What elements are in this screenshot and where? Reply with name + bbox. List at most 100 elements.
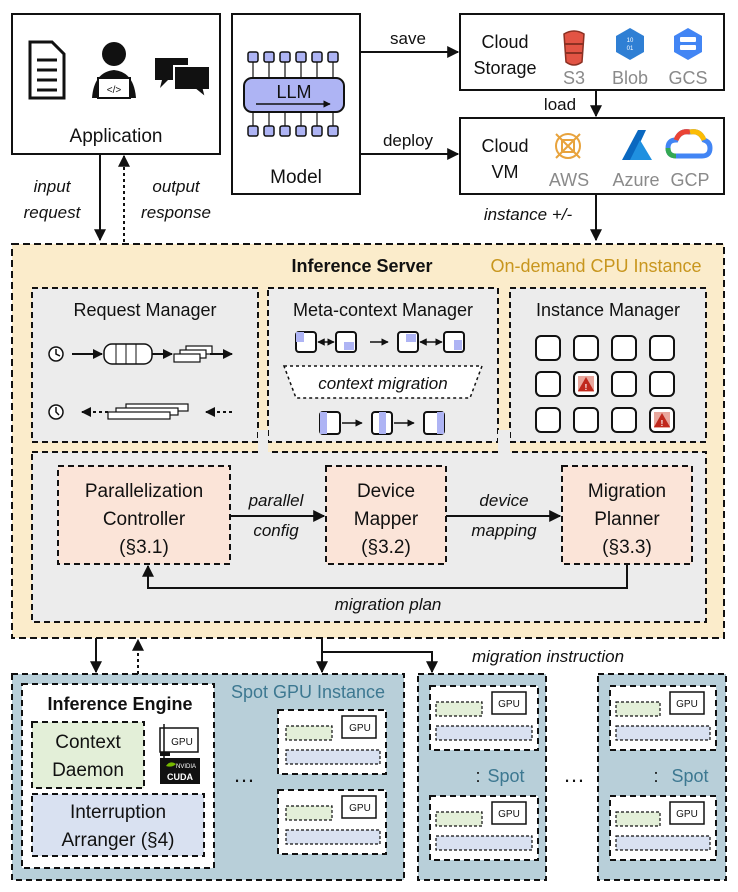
aws-label: AWS xyxy=(549,170,589,190)
cloud-storage-label-line1: Cloud xyxy=(481,32,528,52)
cloud-vm-box: Cloud VM AWS Azure GCP xyxy=(459,117,725,195)
spot-gpu-instance-label: Spot GPU Instance xyxy=(231,682,385,702)
meta-context-manager: Meta-context Manager context migration xyxy=(267,287,499,443)
svg-text:GPU: GPU xyxy=(349,723,371,734)
gcp-icon xyxy=(665,129,713,159)
model-box: LLM Model xyxy=(231,13,361,195)
aws-icon xyxy=(555,133,581,159)
device-mapper xyxy=(325,465,447,565)
save-label: save xyxy=(390,29,426,48)
model-label: Model xyxy=(270,167,322,188)
bottom-arrows xyxy=(90,638,438,674)
gpu-label: GPU xyxy=(171,737,193,748)
instance-grid xyxy=(535,335,675,433)
parallelization-controller xyxy=(57,465,231,565)
cloud-storage-box: Cloud Storage S3 10 01 Blob GCS xyxy=(459,13,725,91)
nvidia-label: NVIDIA xyxy=(176,764,196,770)
spot-label-2: Spot xyxy=(487,766,524,786)
output-response-label-2: response xyxy=(141,203,211,222)
azure-icon xyxy=(622,130,652,160)
parallelization-controller-line3: (§3.1) xyxy=(119,537,169,558)
top-arrows xyxy=(94,46,602,242)
ellipsis-1: … xyxy=(233,762,255,787)
input-request-label-1: input xyxy=(34,177,72,196)
context-blocks-top xyxy=(295,331,465,353)
meta-context-manager-label: Meta-context Manager xyxy=(293,300,473,320)
migration-planner-line2: Planner xyxy=(594,509,660,530)
s3-label: S3 xyxy=(563,68,585,88)
spot-instance-2: GPU Spot : GPU xyxy=(417,673,547,881)
inference-engine: Inference Engine Context Daemon GPU NVID… xyxy=(21,683,215,869)
interrupt-warning-icon: ! xyxy=(578,376,594,392)
svg-text:GPU: GPU xyxy=(498,699,520,710)
device-mapping-label-1: device xyxy=(479,491,528,510)
cloud-vm-label-line2: VM xyxy=(492,162,519,182)
interruption-arranger xyxy=(31,793,205,857)
s3-icon xyxy=(563,30,585,66)
request-stack-icon xyxy=(173,345,213,363)
migration-planner-line1: Migration xyxy=(588,481,666,502)
svg-text:01: 01 xyxy=(627,46,634,52)
instance-manager: Instance Manager ! ! xyxy=(509,287,707,443)
output-response-label-1: output xyxy=(152,177,201,196)
svg-text:GPU: GPU xyxy=(676,699,698,710)
cloud-vm-label-line1: Cloud xyxy=(481,136,528,156)
developer-icon: </> xyxy=(92,42,136,99)
device-mapper-line3: (§3.2) xyxy=(361,537,411,558)
gpu-node-1: GPU xyxy=(277,709,387,775)
svg-text:</>: </> xyxy=(107,85,122,96)
chat-icon xyxy=(155,58,211,101)
inference-server: Inference Server On-demand CPU Instance … xyxy=(11,243,725,639)
device-mapper-line1: Device xyxy=(357,481,415,502)
request-manager: Request Manager xyxy=(31,287,259,443)
parallel-config-label-2: config xyxy=(253,521,299,540)
migration-plan-label: migration plan xyxy=(335,595,442,614)
parallelization-controller-line1: Parallelization xyxy=(85,481,203,502)
ellipsis-2: … xyxy=(563,762,585,787)
response-stack-icon xyxy=(107,403,189,420)
input-request-label-2: request xyxy=(24,203,82,222)
application-box: </> Application xyxy=(11,13,221,155)
interrupt-warning-icon-2: ! xyxy=(654,412,670,428)
svg-text:GPU: GPU xyxy=(676,809,698,820)
context-migration-label: context migration xyxy=(318,374,447,393)
migration-plan-arrow xyxy=(142,564,628,589)
svg-text:10: 10 xyxy=(627,38,634,44)
nvidia-cuda-icon: NVIDIA CUDA xyxy=(160,758,200,784)
cuda-label: CUDA xyxy=(167,772,193,782)
llm-icon: LLM xyxy=(243,51,345,137)
request-manager-label: Request Manager xyxy=(73,300,216,320)
spot-label-3: Spot xyxy=(671,766,708,786)
device-mapper-line2: Mapper xyxy=(354,509,419,530)
gcs-label: GCS xyxy=(668,68,707,88)
context-daemon-line2: Daemon xyxy=(52,760,124,781)
context-daemon-line1: Context xyxy=(55,732,121,753)
svg-text::: : xyxy=(653,766,658,786)
deploy-label: deploy xyxy=(383,131,434,150)
svg-text:GPU: GPU xyxy=(349,803,371,814)
context-blocks-bottom xyxy=(319,411,445,435)
context-daemon xyxy=(31,721,145,789)
migration-instruction-label: migration instruction xyxy=(472,647,624,666)
queue-icon xyxy=(103,343,153,365)
clock-icon-2 xyxy=(48,404,64,420)
on-demand-cpu-label: On-demand CPU Instance xyxy=(490,256,701,276)
interruption-arranger-line1: Interruption xyxy=(70,802,166,823)
parallelization-controller-line2: Controller xyxy=(103,509,186,530)
azure-label: Azure xyxy=(612,170,659,190)
parallel-config-label-1: parallel xyxy=(248,491,305,510)
llm-label: LLM xyxy=(276,82,311,102)
document-icon xyxy=(28,40,66,100)
svg-text::: : xyxy=(475,766,480,786)
inference-server-title: Inference Server xyxy=(291,256,432,276)
svg-text:!: ! xyxy=(661,419,664,428)
migration-planner-line3: (§3.3) xyxy=(602,537,652,558)
spot-gpu-instance-main: Spot GPU Instance Inference Engine Conte… xyxy=(11,673,405,881)
gcs-icon xyxy=(674,28,702,60)
instance-manager-label: Instance Manager xyxy=(536,300,680,320)
svg-text:!: ! xyxy=(585,383,588,392)
interruption-arranger-line2: Arranger (§4) xyxy=(62,830,175,851)
instance-scale-label: instance +/- xyxy=(484,205,573,224)
blob-label: Blob xyxy=(612,68,648,88)
controller-panel: Parallelization Controller (§3.1) Device… xyxy=(31,430,707,623)
